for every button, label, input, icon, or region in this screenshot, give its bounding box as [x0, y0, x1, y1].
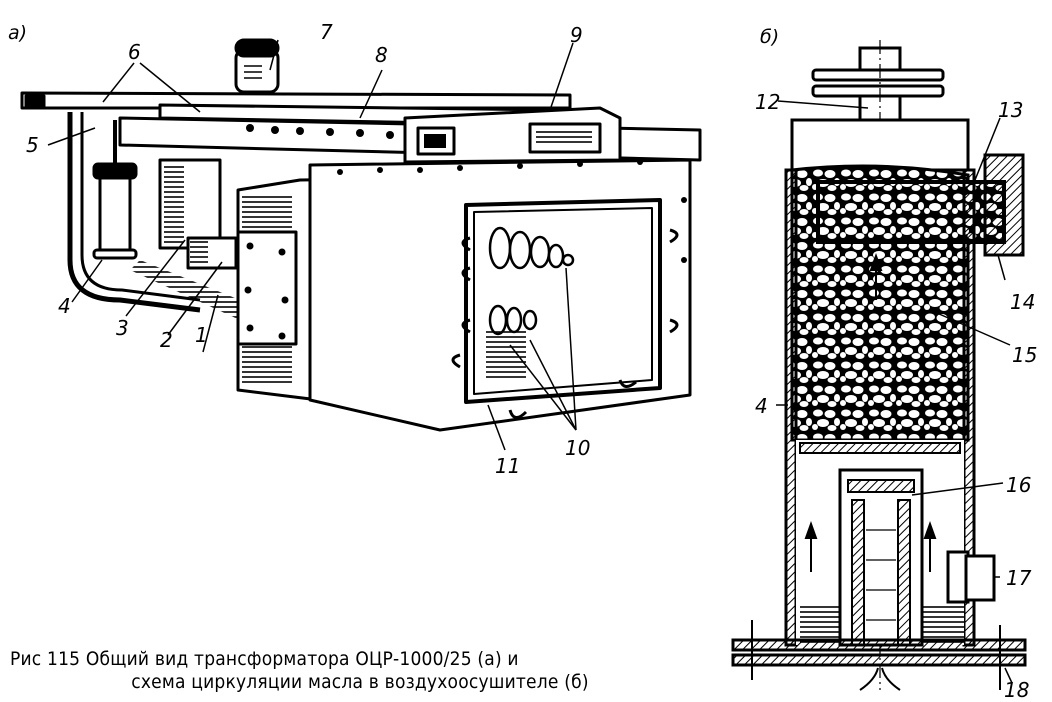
- callout-1: 1: [195, 323, 208, 347]
- callout-4b: 4: [755, 394, 768, 418]
- callout-5: 5: [26, 133, 39, 157]
- callout-4: 4: [58, 294, 71, 318]
- panel-label-a: а): [8, 22, 28, 44]
- callout-17: 17: [1006, 566, 1032, 590]
- callout-18: 18: [1004, 678, 1030, 702]
- callout-8: 8: [375, 43, 388, 67]
- callout-11: 11: [495, 454, 521, 478]
- panel-label-b: б): [760, 26, 780, 48]
- callout-7: 7: [320, 20, 333, 44]
- callout-13: 13: [998, 98, 1024, 122]
- callout-15: 15: [1012, 343, 1038, 367]
- figure-caption: Рис 115 Общий вид трансформатора ОЦР-100…: [10, 648, 710, 694]
- callout-12: 12: [755, 90, 781, 114]
- callout-14: 14: [1010, 290, 1036, 314]
- callout-3: 3: [116, 316, 129, 340]
- caption-line-2: схема циркуляции масла в воздухоосушител…: [131, 671, 589, 693]
- air-dryer-section: [731, 40, 1027, 691]
- callout-9: 9: [570, 23, 583, 47]
- caption-line-1: Рис 115 Общий вид трансформатора ОЦР-100…: [10, 648, 519, 670]
- callout-16: 16: [1006, 473, 1032, 497]
- callout-6: 6: [128, 40, 141, 64]
- callout-2: 2: [160, 328, 173, 352]
- transformer-drawing: [20, 38, 702, 451]
- callout-10: 10: [565, 436, 591, 460]
